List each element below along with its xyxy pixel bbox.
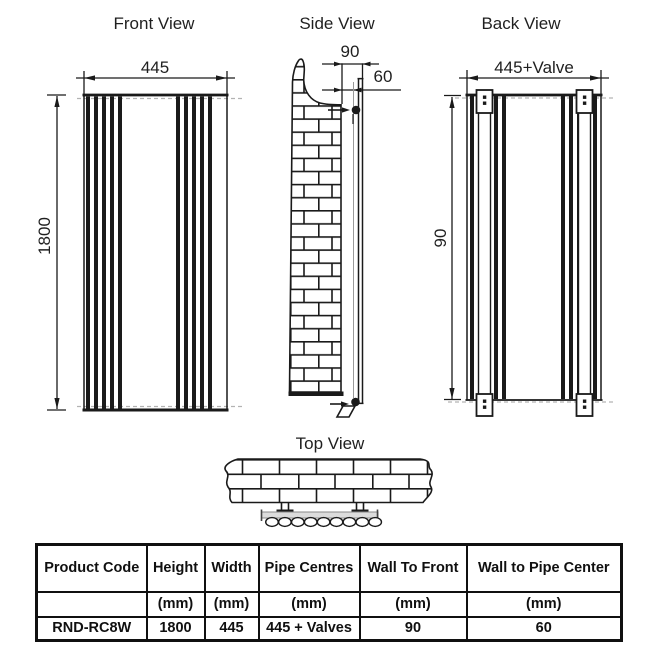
units-wall-to-front: (mm) bbox=[358, 590, 468, 618]
back-view: Back View 445+Valve 90 bbox=[431, 14, 613, 417]
side-wall-to-front-dimension bbox=[322, 61, 379, 104]
top-bracket-right bbox=[351, 503, 369, 512]
top-valve-dot bbox=[351, 105, 361, 115]
side-view-title: Side View bbox=[299, 14, 375, 33]
side-wall-to-pipe-dimension-label: 60 bbox=[374, 67, 393, 86]
side-wall-to-front-dimension-label: 90 bbox=[341, 42, 360, 61]
side-radiator-profile bbox=[353, 77, 364, 405]
side-view: Side View 90 60 bbox=[288, 14, 401, 418]
units-height: (mm) bbox=[145, 590, 206, 618]
top-bracket-left bbox=[276, 503, 294, 512]
header-wall-to-front: Wall To Front bbox=[358, 543, 468, 593]
front-view-title: Front View bbox=[114, 14, 196, 33]
top-wall bbox=[224, 458, 433, 504]
back-width-dimension-label: 445+Valve bbox=[494, 58, 574, 77]
value-wall-to-front: 90 bbox=[358, 615, 468, 642]
back-side-dimension-label: 90 bbox=[431, 229, 450, 248]
top-view-title: Top View bbox=[296, 434, 365, 453]
value-pipe-centres: 445 + Valves bbox=[257, 615, 361, 642]
spec-table: Product Code Height Width Pipe Centres W… bbox=[35, 543, 623, 642]
front-radiator-body bbox=[77, 93, 243, 412]
spec-values-row: RND-RC8W 1800 445 445 + Valves 90 60 bbox=[35, 615, 623, 642]
front-width-dimension-label: 445 bbox=[141, 58, 169, 77]
back-width-dimension bbox=[459, 70, 609, 96]
top-view: Top View bbox=[224, 434, 433, 528]
side-wall bbox=[288, 58, 344, 396]
value-height: 1800 bbox=[145, 615, 206, 642]
units-product-code bbox=[35, 590, 148, 618]
header-pipe-centres: Pipe Centres bbox=[257, 543, 361, 593]
header-product-code: Product Code bbox=[35, 543, 148, 593]
back-bracket-left bbox=[475, 89, 494, 417]
value-product-code: RND-RC8W bbox=[35, 615, 148, 642]
back-side-dimension bbox=[444, 94, 461, 401]
spec-header-row: Product Code Height Width Pipe Centres W… bbox=[35, 543, 623, 593]
header-height: Height bbox=[145, 543, 206, 593]
back-bracket-right bbox=[575, 89, 594, 417]
front-height-dimension-label: 1800 bbox=[35, 217, 54, 255]
side-bottom-valve bbox=[330, 397, 360, 418]
value-width: 445 bbox=[203, 615, 260, 642]
units-wall-to-pipe-center: (mm) bbox=[465, 590, 623, 618]
front-width-dimension bbox=[76, 71, 235, 97]
front-height-dimension bbox=[47, 94, 66, 411]
units-width: (mm) bbox=[203, 590, 260, 618]
top-radiator-profile bbox=[260, 509, 383, 528]
side-wall-to-pipe-dimension bbox=[322, 87, 401, 93]
units-pipe-centres: (mm) bbox=[257, 590, 361, 618]
header-wall-to-pipe-center: Wall to Pipe Center bbox=[465, 543, 623, 593]
back-view-title: Back View bbox=[481, 14, 561, 33]
front-view: Front View 445 1800 bbox=[35, 14, 243, 412]
technical-drawing: Front View 445 1800 Side View bbox=[35, 14, 613, 528]
bottom-valve-dot bbox=[351, 397, 360, 407]
side-top-valve bbox=[328, 105, 361, 124]
value-wall-to-pipe-center: 60 bbox=[465, 615, 623, 642]
header-width: Width bbox=[203, 543, 260, 593]
spec-units-row: (mm) (mm) (mm) (mm) (mm) bbox=[35, 590, 623, 618]
top-radiator-columns bbox=[265, 516, 383, 528]
